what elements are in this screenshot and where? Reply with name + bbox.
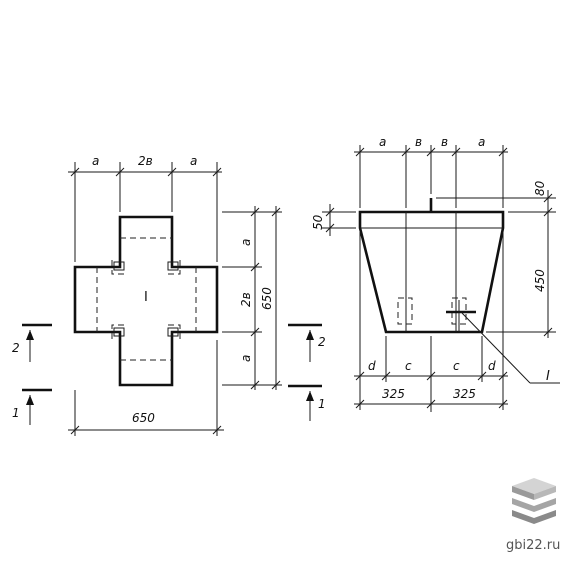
plan-bottom-dimension: 650 xyxy=(68,340,224,436)
plan-view: I a 2в a xyxy=(68,154,282,436)
elevation-bottom-dimensions-2: 325 325 xyxy=(354,387,508,409)
section-mark-left-lower: 1 xyxy=(12,406,20,420)
elevation-dim-450-group: 450 xyxy=(486,206,556,338)
plan-right-dimensions: a 2в a 650 xyxy=(222,206,282,390)
plan-top-dimensions: a 2в a xyxy=(68,154,222,262)
elevation-callout: I xyxy=(546,369,550,384)
plan-dim-650-horiz: 650 xyxy=(132,411,155,425)
elevation-top-dimensions: a в в a xyxy=(354,135,508,208)
plan-dim-a-right: a xyxy=(190,154,197,168)
elevation-dim-50: 50 xyxy=(311,214,325,230)
elevation-dim-a-left: a xyxy=(379,135,386,149)
cross-outline xyxy=(73,215,219,387)
elevation-dim-c-right: c xyxy=(453,359,460,373)
plan-hidden-lines xyxy=(96,237,197,361)
plan-dim-650-vert: 650 xyxy=(260,287,274,310)
elevation-dim-a-right: a xyxy=(478,135,485,149)
elevation-dim-450: 450 xyxy=(533,269,547,292)
elevation-dim-d-right: d xyxy=(488,359,496,373)
plan-dim-a-left: a xyxy=(92,154,99,168)
elevation-dim-80: 80 xyxy=(533,180,547,196)
elevation-dim-d-left: d xyxy=(368,359,376,373)
section-mark-right-upper: 2 xyxy=(318,335,326,349)
plan-dim-2b: 2в xyxy=(138,154,153,168)
elevation-dim-325-left: 325 xyxy=(382,387,405,401)
plan-dim-a-lower: a xyxy=(239,355,253,362)
plan-dim-2b-vert: 2в xyxy=(239,292,253,307)
section-mark-right-lower: 1 xyxy=(318,397,326,411)
elevation-outline xyxy=(358,210,505,334)
plan-dim-a-upper: a xyxy=(239,239,253,246)
section-marks: 2 1 2 1 xyxy=(12,323,326,425)
elevation-dim-c-left: c xyxy=(405,359,412,373)
elevation-bottom-dimensions-1: d c c d xyxy=(354,232,508,412)
elevation-dim-b-left: в xyxy=(415,135,422,149)
elevation-dim-325-right: 325 xyxy=(453,387,476,401)
elevation-dim-b-right: в xyxy=(441,135,448,149)
watermark-logo xyxy=(512,478,556,524)
plan-center-mark: I xyxy=(144,290,148,305)
section-mark-left-upper: 2 xyxy=(12,341,20,355)
elevation-dim-80-group: 80 xyxy=(436,180,556,220)
elevation-dim-50-group: 50 xyxy=(311,204,356,236)
watermark-text: gbi22.ru xyxy=(506,538,560,553)
elevation-view: I a в в a 80 xyxy=(311,135,560,412)
